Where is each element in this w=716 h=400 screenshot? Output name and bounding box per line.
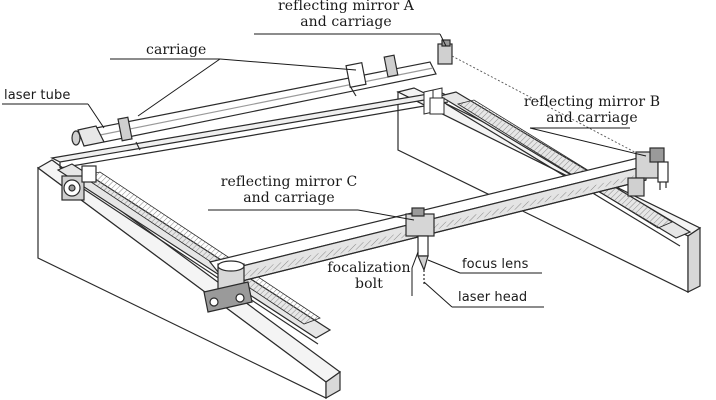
label-laser-head-text: laser head xyxy=(458,290,528,305)
label-mirror-b-line2: and carriage xyxy=(546,110,638,126)
label-mirror-b: reflecting mirror B and carriage xyxy=(520,94,664,126)
label-focus-lens: focus lens xyxy=(462,257,528,273)
laser-tube xyxy=(71,54,437,151)
left-y-carriage xyxy=(203,260,253,313)
label-focus-lens-text: focus lens xyxy=(462,257,529,272)
label-mirror-a-line1: reflecting mirror A xyxy=(277,0,414,14)
mirror-b-assembly xyxy=(635,147,669,190)
label-focalization-line1: focalization xyxy=(327,260,411,276)
label-focalization-bolt: focalization bolt xyxy=(324,260,414,292)
leader-lines xyxy=(2,33,647,308)
label-mirror-a: reflecting mirror A and carriage xyxy=(254,0,438,30)
label-mirror-c: reflecting mirror C and carriage xyxy=(214,174,364,206)
label-focalization-line2: bolt xyxy=(355,276,383,292)
label-carriage-text: carriage xyxy=(146,42,207,58)
right-gantry-end xyxy=(627,177,645,197)
rear-bracket xyxy=(429,97,445,115)
frame-rails xyxy=(50,91,692,345)
label-carriage: carriage xyxy=(146,42,206,58)
label-laser-head: laser head xyxy=(458,290,527,306)
label-laser-tube-text: laser tube xyxy=(4,88,71,103)
label-mirror-b-line1: reflecting mirror B xyxy=(523,94,661,110)
label-mirror-a-line2: and carriage xyxy=(300,14,392,30)
label-laser-tube: laser tube xyxy=(4,88,70,104)
label-mirror-c-line1: reflecting mirror C xyxy=(220,174,358,190)
y-drive-pulley xyxy=(61,165,97,201)
left-base-beam xyxy=(36,159,342,400)
label-mirror-c-line2: and carriage xyxy=(243,190,335,206)
mirror-a-assembly xyxy=(437,39,647,159)
